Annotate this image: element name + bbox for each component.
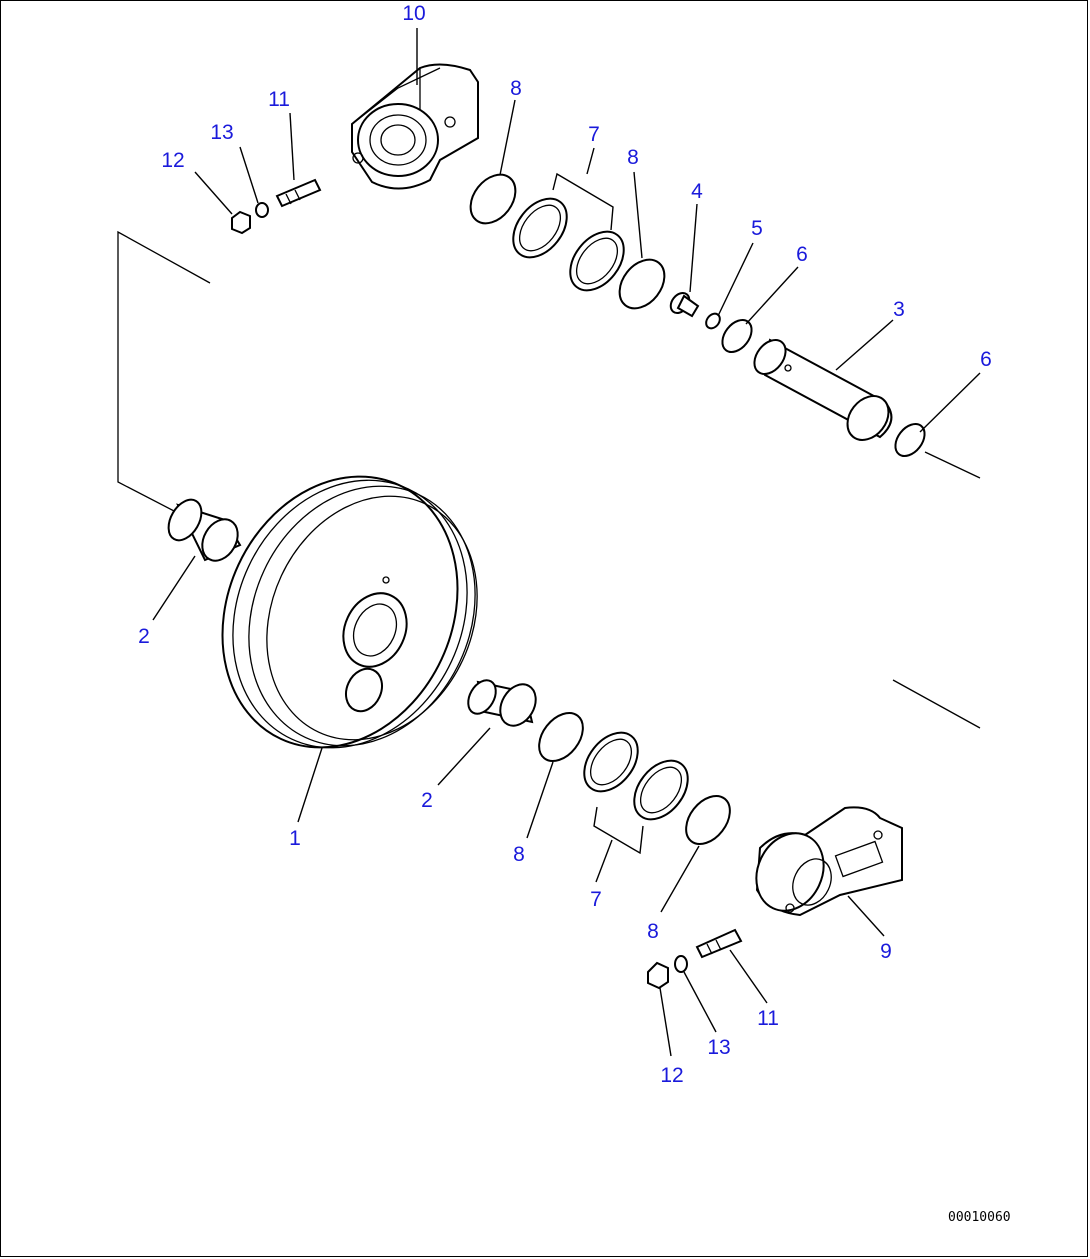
o-ring-lower-a-part-8[interactable] bbox=[530, 705, 592, 770]
callout-2: 2 bbox=[421, 789, 433, 812]
callout-11: 11 bbox=[757, 1007, 779, 1030]
leader-lines bbox=[152, 28, 981, 1057]
callout-12: 12 bbox=[161, 149, 184, 172]
callout-7: 7 bbox=[588, 123, 600, 146]
o-ring-small-part-5[interactable] bbox=[703, 311, 722, 331]
o-ring-upper-a-part-8[interactable] bbox=[461, 166, 524, 232]
callout-1: 1 bbox=[289, 827, 301, 850]
o-ring-shaft-a-part-6[interactable] bbox=[716, 314, 757, 357]
bushing-left-part-2[interactable] bbox=[162, 494, 245, 567]
callout-12: 12 bbox=[660, 1064, 683, 1087]
callout-13: 13 bbox=[210, 121, 233, 144]
floating-seal-upper-part-7[interactable] bbox=[502, 188, 634, 300]
callout-3: 3 bbox=[893, 298, 905, 321]
idler-wheel-part-1[interactable] bbox=[179, 438, 516, 787]
callout-8: 8 bbox=[513, 843, 525, 866]
shaft-part-3[interactable] bbox=[748, 334, 897, 448]
bolt-lower-part-11[interactable] bbox=[695, 928, 743, 959]
nut-upper-part-12[interactable] bbox=[231, 210, 251, 235]
callout-labels: 10 11 13 12 8 7 8 4 5 6 3 6 2 2 1 8 7 8 … bbox=[138, 2, 992, 1087]
o-ring-lower-b-part-8[interactable] bbox=[677, 788, 739, 853]
drawing-code: 00010060 bbox=[948, 1210, 1011, 1225]
callout-13: 13 bbox=[707, 1036, 730, 1059]
callout-8: 8 bbox=[510, 77, 522, 100]
bracket-upper-part-10[interactable] bbox=[351, 63, 479, 190]
o-ring-shaft-b-part-6[interactable] bbox=[889, 418, 930, 461]
o-ring-upper-b-part-8[interactable] bbox=[610, 251, 673, 317]
bolt-upper-part-11[interactable] bbox=[275, 178, 322, 208]
callout-11: 11 bbox=[268, 88, 290, 111]
callout-2: 2 bbox=[138, 625, 150, 648]
callout-6: 6 bbox=[796, 243, 808, 266]
callout-8: 8 bbox=[647, 920, 659, 943]
callout-9: 9 bbox=[880, 940, 892, 963]
callout-10: 10 bbox=[402, 2, 425, 25]
callout-7: 7 bbox=[590, 888, 602, 911]
floating-seal-lower-part-7[interactable] bbox=[573, 722, 698, 829]
callout-8: 8 bbox=[627, 146, 639, 169]
callout-6: 6 bbox=[980, 348, 992, 371]
callout-4: 4 bbox=[691, 180, 703, 203]
callout-5: 5 bbox=[751, 217, 763, 240]
bushing-right-part-2[interactable] bbox=[463, 675, 543, 732]
bracket-lower-part-9[interactable] bbox=[744, 806, 903, 921]
axis-lines bbox=[117, 230, 981, 729]
nut-lower-part-12[interactable] bbox=[647, 961, 669, 990]
washer-lower-part-13[interactable] bbox=[674, 955, 688, 973]
plug-part-4[interactable] bbox=[667, 289, 700, 318]
washer-upper-part-13[interactable] bbox=[255, 202, 269, 218]
